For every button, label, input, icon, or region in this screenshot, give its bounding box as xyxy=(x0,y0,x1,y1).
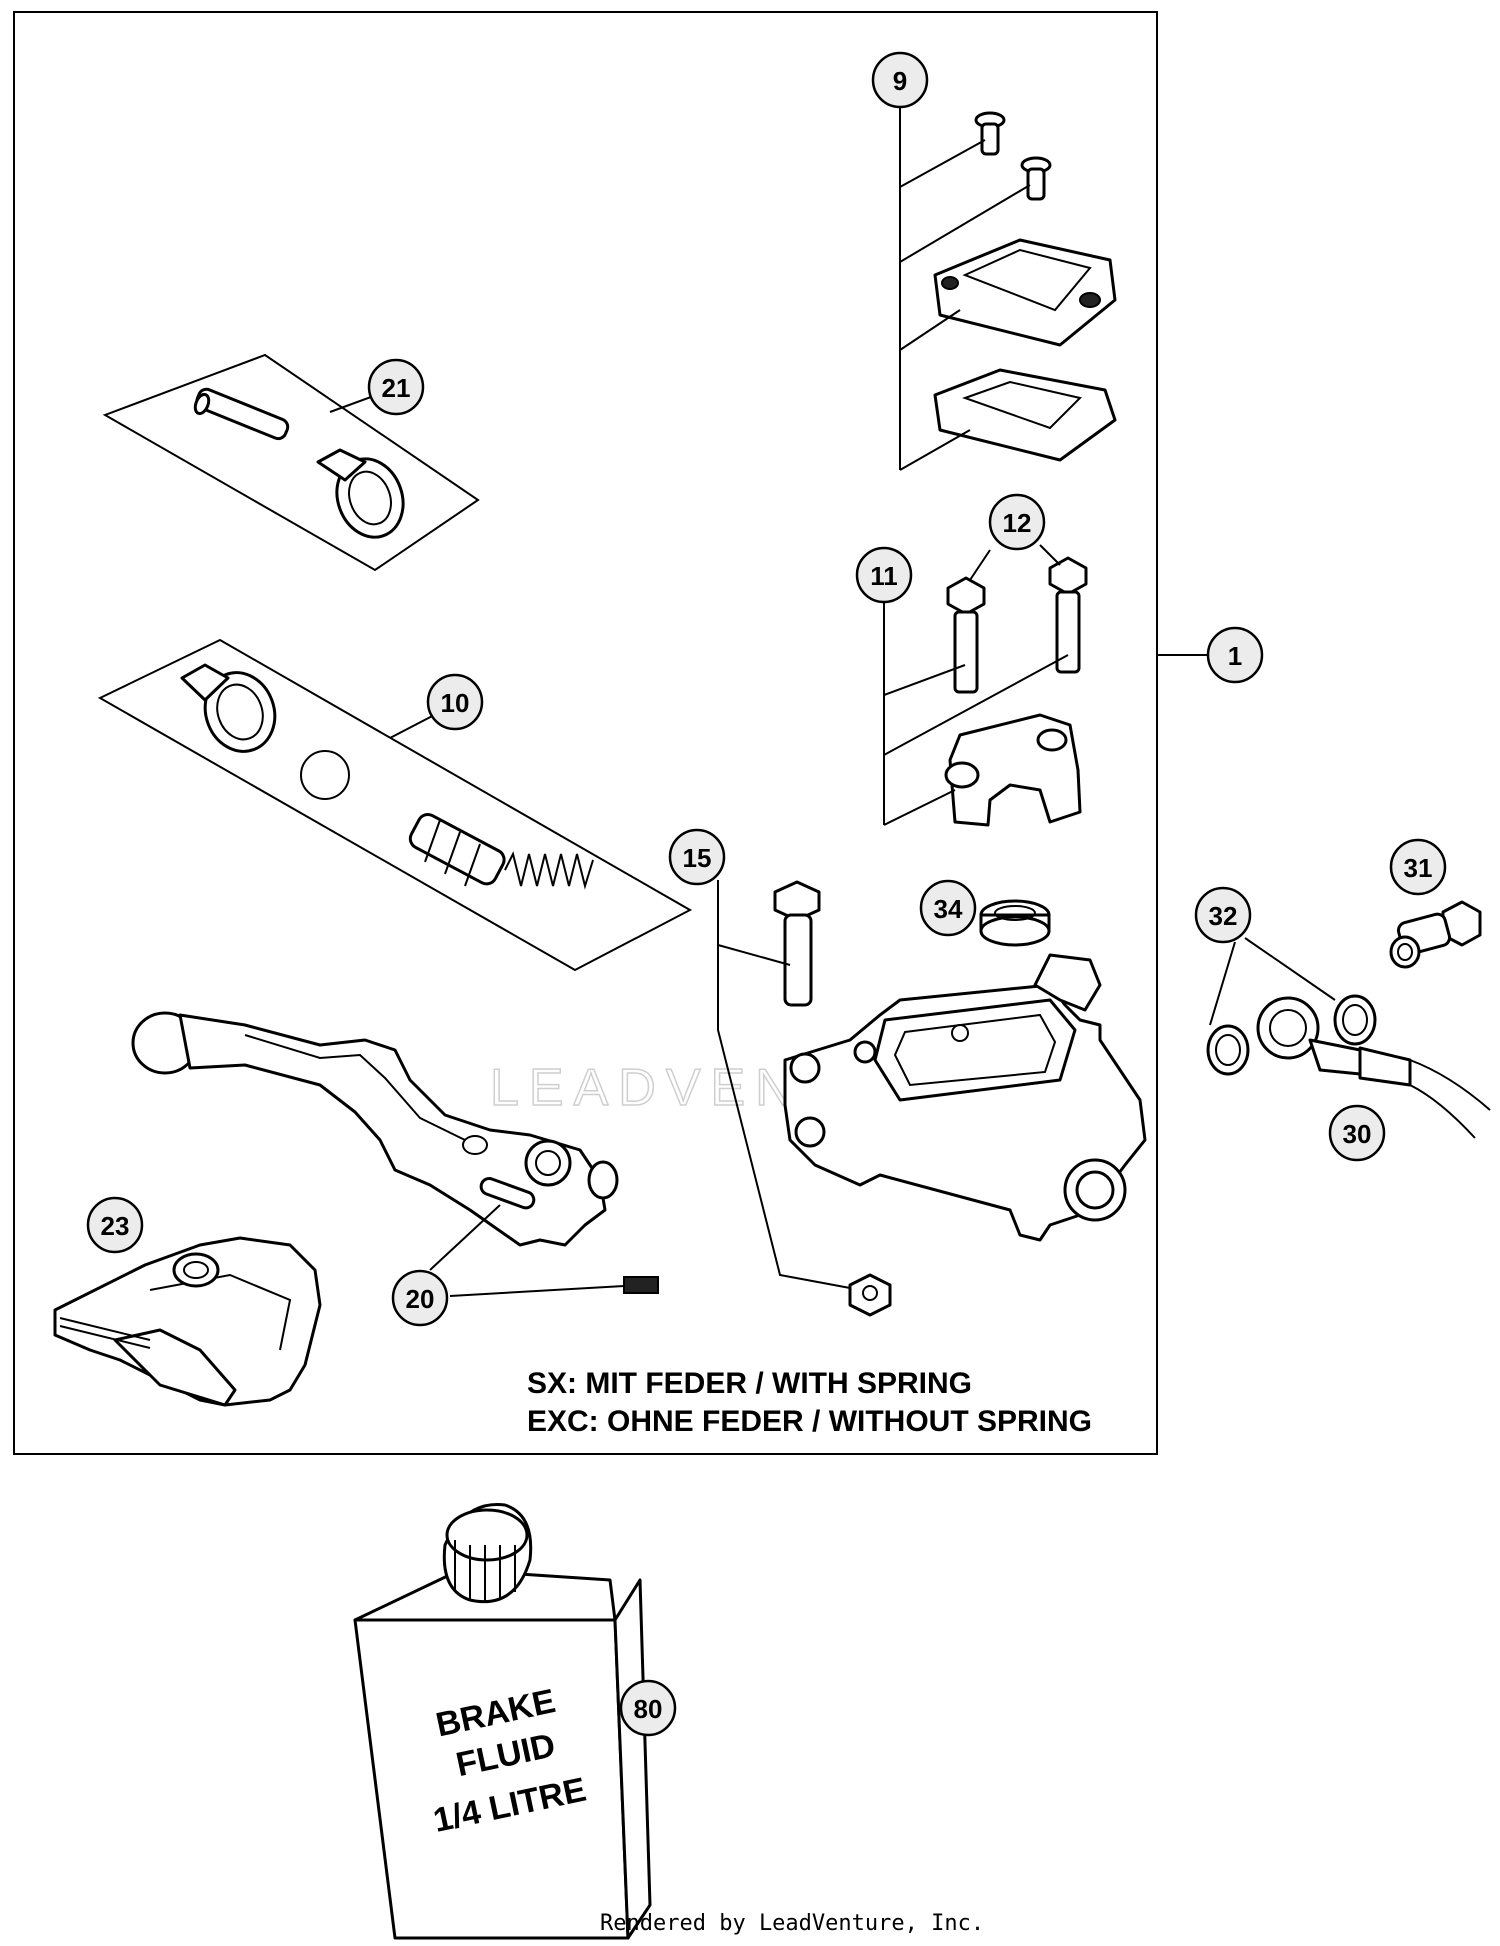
callout-32-label: 32 xyxy=(1209,901,1238,931)
callout-21-label: 21 xyxy=(382,373,411,403)
callout-23-label: 23 xyxy=(101,1211,130,1241)
assembly-frame xyxy=(13,11,1158,1455)
callout-23[interactable]: 23 xyxy=(86,1196,144,1254)
callout-34[interactable]: 34 xyxy=(919,879,977,937)
callout-80[interactable]: 80 xyxy=(619,1679,677,1737)
callout-34-label: 34 xyxy=(934,894,963,924)
master-cylinder-body xyxy=(783,953,1147,1242)
callout-11-label: 11 xyxy=(870,561,898,591)
part-9-reservoir-cover-set xyxy=(899,105,1117,471)
part-30-31-32-hose-banjo xyxy=(1206,900,1491,1139)
callout-21[interactable]: 21 xyxy=(367,358,425,416)
callout-32[interactable]: 32 xyxy=(1194,886,1252,944)
part-34-plug xyxy=(979,899,1051,947)
part-10-piston-kit xyxy=(97,638,693,972)
callout-12-label: 12 xyxy=(1003,508,1032,538)
callout-30[interactable]: 30 xyxy=(1328,1104,1386,1162)
callout-1-label: 1 xyxy=(1228,641,1242,671)
callout-31-label: 31 xyxy=(1404,853,1433,883)
callout-80-label: 80 xyxy=(634,1694,663,1724)
callout-20-label: 20 xyxy=(406,1284,435,1314)
note-sx-with-spring: SX: MIT FEDER / WITH SPRING xyxy=(527,1367,972,1400)
footer-credit: Rendered by LeadVenture, Inc. xyxy=(600,1911,984,1936)
callout-10[interactable]: 10 xyxy=(426,673,484,731)
part-11-12-clamp-bolts xyxy=(883,544,1088,827)
part-80-brake-fluid-bottle: BRAKE FLUID 1/4 LITRE xyxy=(353,1503,652,1940)
note-exc-without-spring: EXC: OHNE FEDER / WITHOUT SPRING xyxy=(527,1405,1092,1438)
callout-15-label: 15 xyxy=(683,843,712,873)
callout-15[interactable]: 15 xyxy=(668,828,726,886)
callout-30-label: 30 xyxy=(1343,1119,1372,1149)
callout-20[interactable]: 20 xyxy=(391,1269,449,1327)
callout-9[interactable]: 9 xyxy=(871,51,929,109)
part-20-small-part xyxy=(429,1204,659,1297)
callout-31[interactable]: 31 xyxy=(1389,838,1447,896)
part-23-lever-guard xyxy=(53,1236,322,1407)
callout-1[interactable]: 1 xyxy=(1206,626,1264,684)
callout-11[interactable]: 11 xyxy=(855,546,913,604)
brake-lever xyxy=(131,1011,619,1247)
callout-9-label: 9 xyxy=(893,66,907,96)
part-15-bolt-nut xyxy=(717,880,892,1317)
callout-10-label: 10 xyxy=(441,688,470,718)
callout-12[interactable]: 12 xyxy=(988,493,1046,551)
part-21-kit xyxy=(102,353,480,572)
